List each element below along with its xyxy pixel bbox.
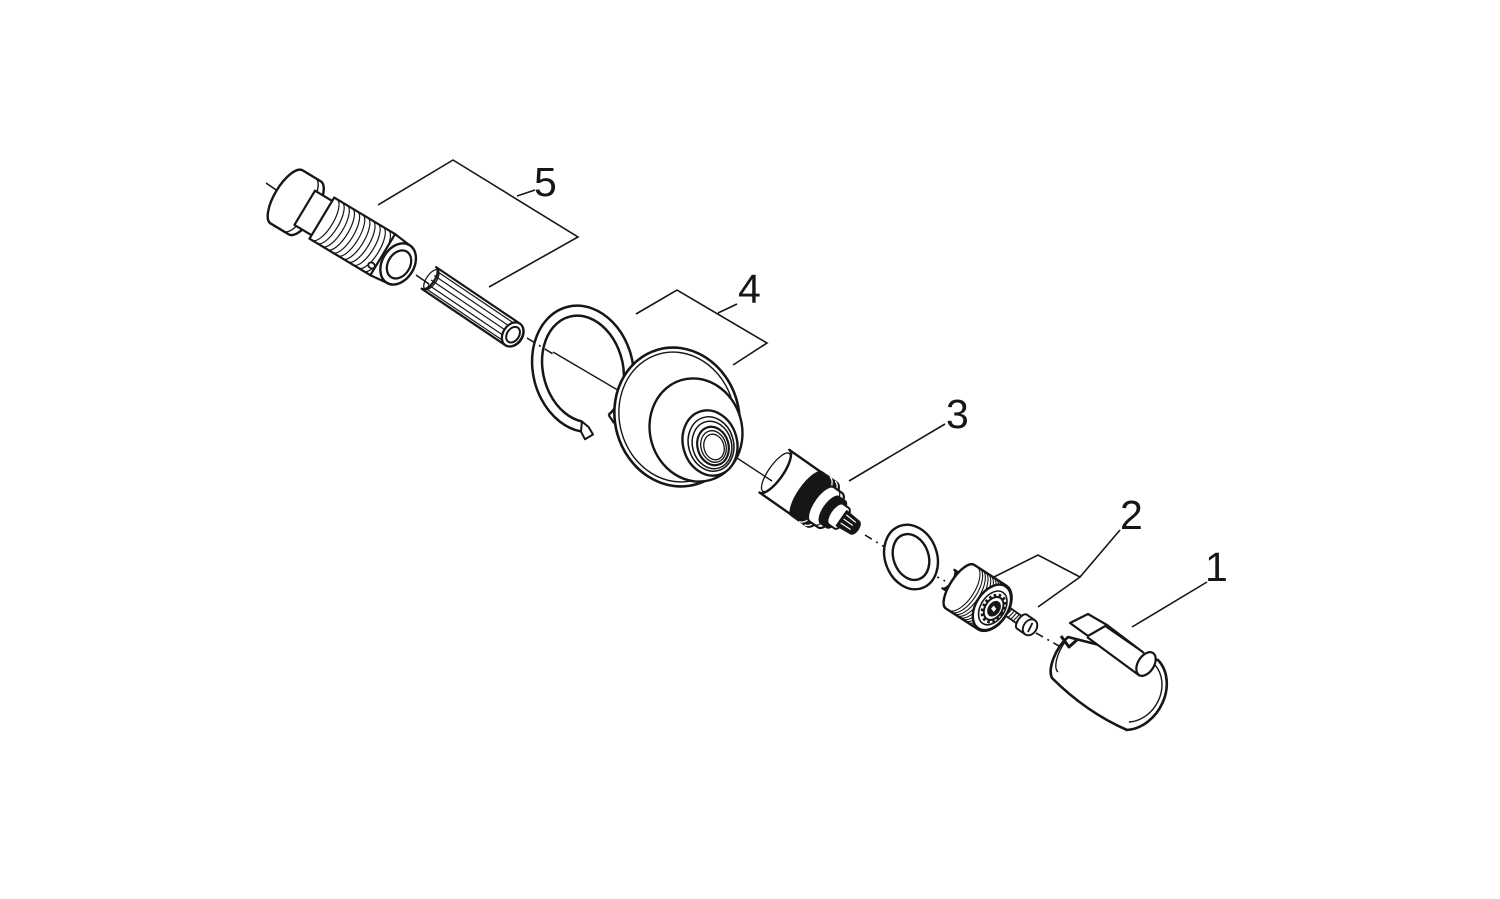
escutcheon-bore-thread2 [703, 433, 725, 461]
handle-face-inner-edge [1128, 664, 1163, 723]
nut-hub-highlight [991, 605, 997, 613]
callout-4: 4 [635, 266, 769, 366]
callout-2-label: 2 [1120, 492, 1143, 538]
escutcheon-rim-ring2 [691, 420, 733, 470]
nut-spline-bore [982, 595, 1005, 621]
callout-5-label: 5 [534, 159, 557, 205]
callout-5-tick [516, 189, 536, 197]
part-extension-screw [266, 168, 418, 286]
handle-grip-end [1135, 651, 1157, 677]
screw-side-hole [367, 261, 376, 270]
callout-4-tick [717, 303, 738, 314]
part-escutcheon [613, 346, 744, 488]
part-splined-adapter [420, 266, 525, 348]
handle-index-notch [1059, 635, 1079, 649]
washer-inner [891, 532, 931, 582]
callout-3-leader [848, 423, 946, 482]
cartridge-stem-tip [850, 521, 861, 535]
cartridge-rear-face [760, 452, 792, 493]
callout-1-leader [1131, 581, 1208, 628]
callout-4-leader [635, 289, 769, 366]
snap-ring-end [607, 414, 616, 424]
callout-3: 3 [848, 391, 969, 482]
callout-1-label: 1 [1205, 544, 1228, 590]
fixing-screw-threads [1005, 608, 1023, 624]
screw-bore [385, 249, 413, 280]
nut-spline-teeth [980, 593, 1007, 624]
part-handle [1049, 612, 1169, 732]
callout-5-leader [377, 159, 580, 288]
snap-ring-end-tab [579, 420, 595, 441]
centerline-segment [526, 337, 554, 355]
part-cartridge [758, 448, 861, 535]
callout-1: 1 [1131, 544, 1228, 628]
fixing-screw-slot [1027, 622, 1034, 633]
rod-bore [505, 325, 521, 344]
part-fixing-screw [1004, 607, 1039, 637]
escutcheon-bore [696, 425, 730, 467]
part-washer [882, 523, 940, 591]
handle-rim-inner-edge [1055, 641, 1066, 673]
callout-5: 5 [377, 159, 580, 288]
callout-2-leader [991, 554, 1082, 608]
callout-4-label: 4 [738, 266, 761, 312]
escutcheon-bore-thread [700, 430, 727, 463]
rod-spline-lines [425, 271, 516, 342]
centerline-segment [415, 274, 430, 285]
handle-grip-top-face [1068, 612, 1109, 638]
part-cap-nut [941, 563, 1013, 633]
callout-3-label: 3 [946, 391, 969, 437]
callout-2: 2 [991, 492, 1143, 608]
callouts: 5 4 3 2 1 [377, 159, 1228, 628]
centerline-segment [736, 457, 773, 482]
callout-2-tick [1079, 529, 1121, 578]
centerline-segment [1035, 632, 1060, 647]
escutcheon-rim-ring [687, 416, 735, 472]
